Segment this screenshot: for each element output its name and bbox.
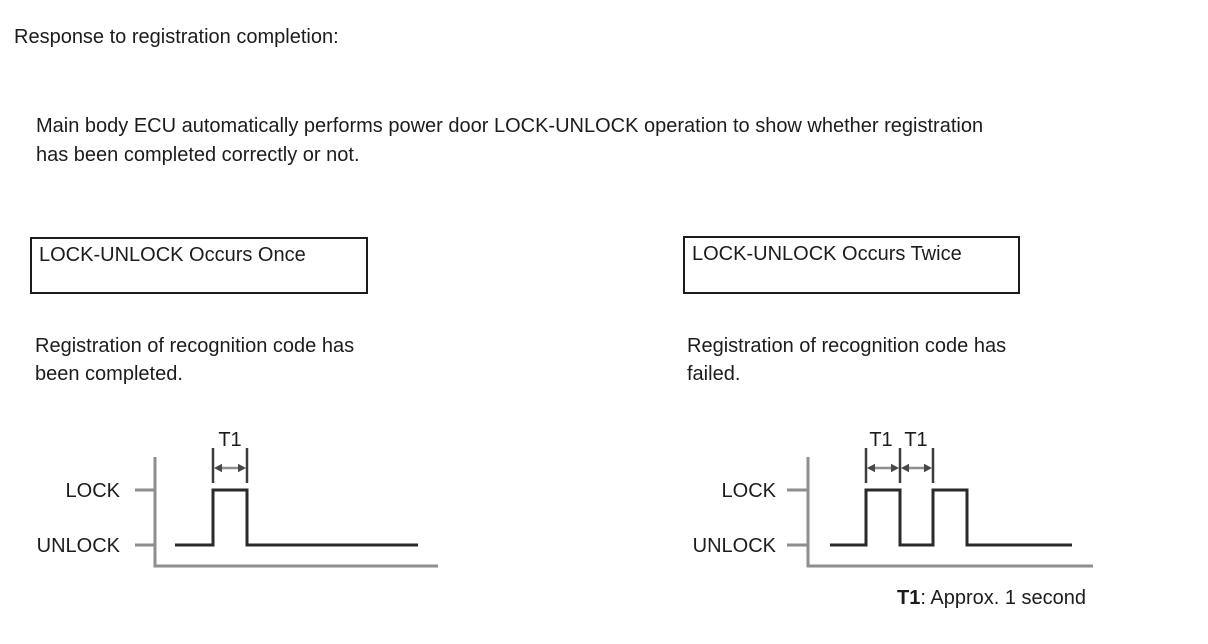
caption-registration-failed: Registration of recognition code has fai… <box>687 332 1006 388</box>
lock-unlock-twice-box: LOCK-UNLOCK Occurs Twice <box>683 236 1020 294</box>
caption-line: Registration of recognition code has <box>687 335 1007 357</box>
intro-paragraph: Main body ECU automatically performs pow… <box>36 112 983 170</box>
t1-label: T1 <box>218 429 241 451</box>
unlock-label: UNLOCK <box>37 535 121 557</box>
lock-label: LOCK <box>722 480 777 502</box>
t1-arrow-head-right <box>891 463 899 473</box>
t1-definition: : Approx. 1 second <box>920 587 1087 609</box>
caption-line: Registration of recognition code has <box>35 335 355 357</box>
double-lock-pulse-waveform <box>830 488 1072 547</box>
t1-arrow-head-left <box>867 463 875 473</box>
lock-unlock-once-label: LOCK-UNLOCK Occurs Once <box>39 244 306 266</box>
intro-line-2: has been completed correctly or not. <box>36 144 360 166</box>
t1-arrow-head-left <box>901 463 909 473</box>
t1-definition-note: T1: Approx. 1 second <box>897 587 1086 610</box>
lock-unlock-once-box: LOCK-UNLOCK Occurs Once <box>30 237 368 294</box>
t1-label: T1 <box>904 429 927 451</box>
t1-arrow-head-right <box>924 463 932 473</box>
lock-pulse-waveform <box>175 488 418 547</box>
caption-registration-completed: Registration of recognition code has bee… <box>35 332 354 388</box>
intro-line-1: Main body ECU automatically performs pow… <box>36 115 984 137</box>
caption-line: been completed. <box>35 363 183 385</box>
t1-arrow-head-right <box>238 463 246 473</box>
timing-diagram-once: LOCK UNLOCK T1 <box>37 429 438 568</box>
caption-line: failed. <box>687 363 741 385</box>
t1-term: T1 <box>897 587 921 609</box>
lock-label: LOCK <box>66 480 121 502</box>
t1-label: T1 <box>869 429 892 451</box>
timing-diagram-twice: LOCK UNLOCK T1 T1 <box>693 429 1093 568</box>
page-title: Response to registration completion: <box>14 26 339 48</box>
unlock-label: UNLOCK <box>693 535 777 557</box>
t1-arrow-head-left <box>214 463 222 473</box>
lock-unlock-twice-label: LOCK-UNLOCK Occurs Twice <box>692 243 962 265</box>
